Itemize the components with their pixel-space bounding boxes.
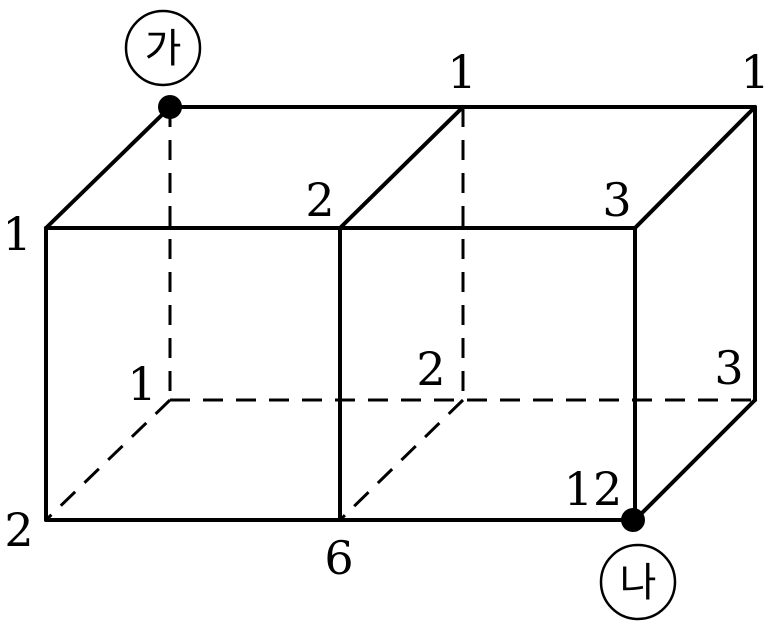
end-point-dot — [621, 508, 645, 532]
end-label-text: 나 — [620, 560, 657, 606]
count-front-bottom-mid: 6 — [324, 531, 353, 585]
count-front-top-mid: 2 — [305, 173, 334, 227]
count-back-bottom-right: 3 — [714, 341, 743, 395]
hidden-edge-bottom-mid-depth — [338, 398, 465, 522]
start-point-dot — [158, 95, 182, 119]
count-front-top-right: 3 — [602, 173, 631, 227]
start-label-text: 가 — [145, 26, 182, 72]
hidden-edge-bottom-left-depth — [44, 398, 172, 522]
count-front-bottom-right: 12 — [564, 462, 623, 516]
count-front-bottom-left: 2 — [4, 503, 33, 557]
count-back-top-right: 1 — [740, 45, 769, 99]
count-back-bottom-left: 1 — [127, 357, 156, 411]
edge-top-right-depth — [633, 105, 757, 230]
count-back-top-mid: 1 — [447, 45, 476, 99]
edge-top-left-depth — [44, 105, 172, 230]
edge-bottom-right-depth — [633, 398, 757, 522]
count-front-top-left: 1 — [2, 207, 31, 261]
end-label: 나 — [599, 543, 677, 621]
start-label-circle — [124, 9, 202, 87]
end-label-circle — [599, 543, 677, 621]
count-back-bottom-mid: 2 — [416, 342, 445, 396]
start-label: 가 — [124, 9, 202, 87]
edge-top-mid-depth — [338, 105, 465, 230]
